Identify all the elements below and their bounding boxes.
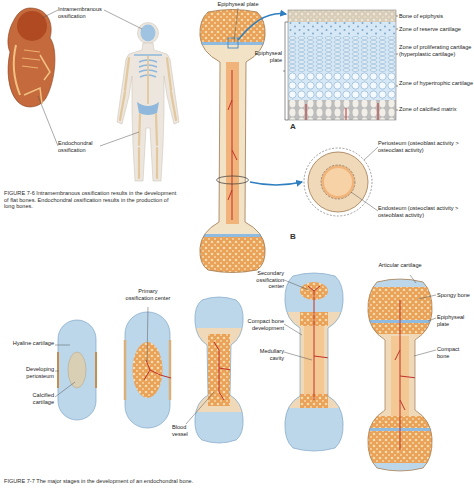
epiphyseal-line (198, 42, 268, 45)
blood-vessel (306, 103, 378, 120)
periosteum-ring (304, 148, 372, 216)
leader-line (234, 8, 238, 42)
endosteum-ring (321, 165, 355, 199)
cartilage (192, 292, 246, 448)
stage-label: Medullary cavity (247, 348, 284, 361)
stage-label: Primary ossification center (125, 288, 171, 301)
panel-letter: B (290, 232, 302, 241)
body-silhouette (117, 43, 179, 181)
compact-bone (192, 328, 246, 412)
zoom-arrow (250, 182, 302, 185)
stage-label: Secondary ossification center (247, 270, 284, 290)
stage-four-bone (282, 268, 346, 456)
stage-label: Spongy bone (437, 292, 472, 299)
figure-caption: FIGURE 7-6 Intramembranous ossification … (4, 190, 179, 210)
hypertrophic-zone (288, 72, 396, 100)
medullary-cavity (226, 62, 239, 224)
long-bones (120, 58, 176, 178)
ossification-label: Intramembranous ossification (58, 6, 108, 19)
stage-five-bone (364, 274, 436, 474)
periosteum-band (58, 352, 96, 388)
stage-label: Hyaline cartilage (12, 340, 54, 347)
calcified-zone (288, 100, 396, 120)
blood-vessel (395, 300, 433, 450)
fetus-body (8, 8, 55, 107)
skeleton-figure (117, 23, 179, 182)
reserve-zone (288, 22, 396, 36)
detail-frame (288, 10, 396, 120)
stage-one-bone (58, 320, 96, 420)
zone-label: Zone of calcified matrix (399, 106, 474, 113)
stage-label: Calcified cartilage (12, 392, 54, 405)
stage-label: Blood vessel (172, 424, 198, 437)
leader-lines (38, 10, 142, 146)
growth-plate-detail (283, 10, 398, 120)
zoom-arrow (238, 14, 286, 40)
figure-caption: FIGURE 7-7 The major stages in the devel… (4, 478, 324, 485)
blood-vessel (228, 70, 237, 220)
zone-label: Zone of proliferating cartilage (hyperpl… (399, 44, 474, 57)
body-head (138, 23, 159, 44)
epiphyseal-line (198, 234, 268, 237)
periosteum-band (125, 340, 170, 400)
stage-label: Compact bone (437, 346, 472, 359)
zone-ticks (396, 16, 398, 110)
compact-bone (198, 6, 268, 276)
ossification-label: Endochondral ossification (58, 140, 108, 153)
spine (147, 56, 149, 104)
long-bone (198, 6, 268, 276)
part-label: Epiphyseal plate (250, 50, 282, 63)
zone-label: Bone of epiphysis (399, 13, 474, 20)
marrow-cavity (324, 168, 352, 196)
stage-label: Compact bone development (247, 318, 284, 331)
panel-letter: A (290, 122, 302, 131)
section-ring (217, 176, 249, 184)
fetus-spine (14, 45, 20, 95)
fetus-limbs (24, 55, 50, 104)
compact-bone (364, 274, 436, 474)
epiphysis-zone (288, 10, 396, 22)
blood-vessel (214, 342, 244, 400)
zoom-square (228, 38, 238, 48)
bone-outline (200, 10, 265, 273)
layer-label: Periosteum (osteoblast activity > osteoc… (378, 140, 470, 153)
fetus-figure (8, 8, 55, 107)
compact-ring (308, 152, 368, 212)
plate-bracket (283, 22, 288, 120)
cartilage (282, 268, 346, 456)
blood-vessel (308, 286, 344, 400)
zone-label: Zone of reserve cartilage (399, 26, 474, 33)
leader-lines (55, 275, 436, 424)
stage-two-bone (125, 312, 171, 428)
calcified-center (68, 352, 86, 388)
leader-lines (351, 147, 378, 211)
stage-label: Epiphyseal plate (437, 314, 472, 327)
zone-label: Zone of hypertrophic cartilage (399, 80, 474, 87)
bone-outline (285, 273, 343, 451)
hyaline-model (58, 320, 96, 420)
blood-vessel (144, 360, 171, 380)
stage-label: Articular cartilage (375, 262, 425, 269)
articular-cartilage (364, 463, 436, 474)
spongy-bone (198, 6, 268, 42)
stage-label: Developing periosteum (12, 366, 54, 379)
proliferating-zone (288, 36, 396, 72)
bone-outline (368, 279, 432, 471)
flat-bone-skull (141, 25, 156, 42)
primary-center (133, 342, 163, 398)
bone-outline (195, 297, 243, 443)
shaft-cross-section (304, 147, 378, 216)
stage-three-bone (192, 292, 246, 448)
fetus-ribs (22, 50, 40, 68)
layer-label: Endosteum (osteoclast activity > osteobl… (378, 205, 470, 218)
part-label: Epiphyseal plate (208, 1, 268, 8)
fetus-skull (17, 11, 47, 41)
